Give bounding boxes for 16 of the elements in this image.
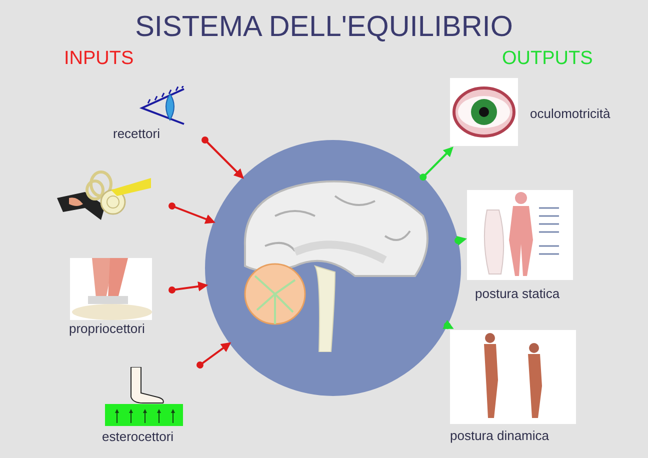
arrow bbox=[196, 342, 232, 368]
node-label: recettori bbox=[113, 125, 160, 143]
node-label: postura statica bbox=[475, 285, 560, 303]
arrow bbox=[442, 320, 454, 330]
arrow bbox=[202, 136, 244, 179]
node-label: oculomotricità bbox=[530, 105, 610, 123]
section-heading: INPUTS bbox=[64, 47, 134, 71]
node-label: esterocettori bbox=[102, 428, 174, 446]
node-label: postura dinamica bbox=[450, 427, 549, 445]
arrow bbox=[168, 202, 216, 224]
arrow bbox=[420, 146, 454, 181]
node-label: propriocettori bbox=[69, 320, 145, 338]
title: SISTEMA DELL'EQUILIBRIO bbox=[134, 10, 514, 45]
section-heading: OUTPUTS bbox=[502, 47, 593, 71]
arrow bbox=[168, 281, 208, 294]
arrow bbox=[454, 236, 467, 246]
